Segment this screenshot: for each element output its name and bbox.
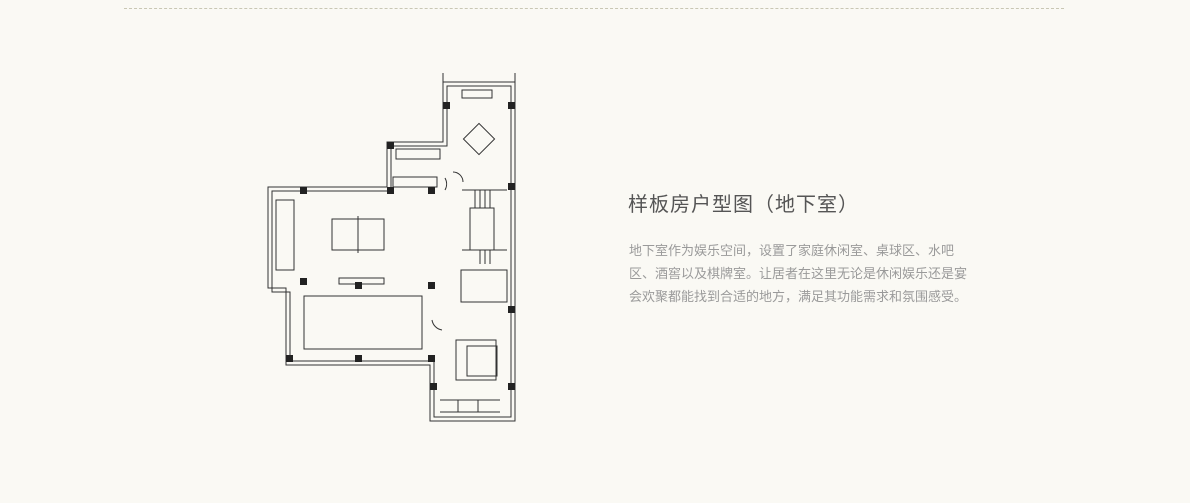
cabinet-top [461, 89, 493, 99]
inner-wall [271, 85, 512, 418]
wine-shelf-1 [395, 148, 441, 160]
section-description: 地下室作为娱乐空间，设置了家庭休闲室、桌球区、水吧区、酒窖以及棋牌室。让居者在这… [629, 244, 968, 305]
basement-floor-plan [267, 73, 516, 422]
bed [455, 339, 497, 381]
mahjong-table [462, 122, 496, 156]
bathroom [460, 269, 508, 303]
section-title: 样板房户型图（地下室） [628, 192, 859, 216]
stair [469, 207, 495, 251]
top-divider [124, 8, 1064, 9]
outer-wall [267, 81, 516, 422]
billiard-table [303, 295, 423, 350]
wine-shelf-2 [392, 176, 438, 188]
